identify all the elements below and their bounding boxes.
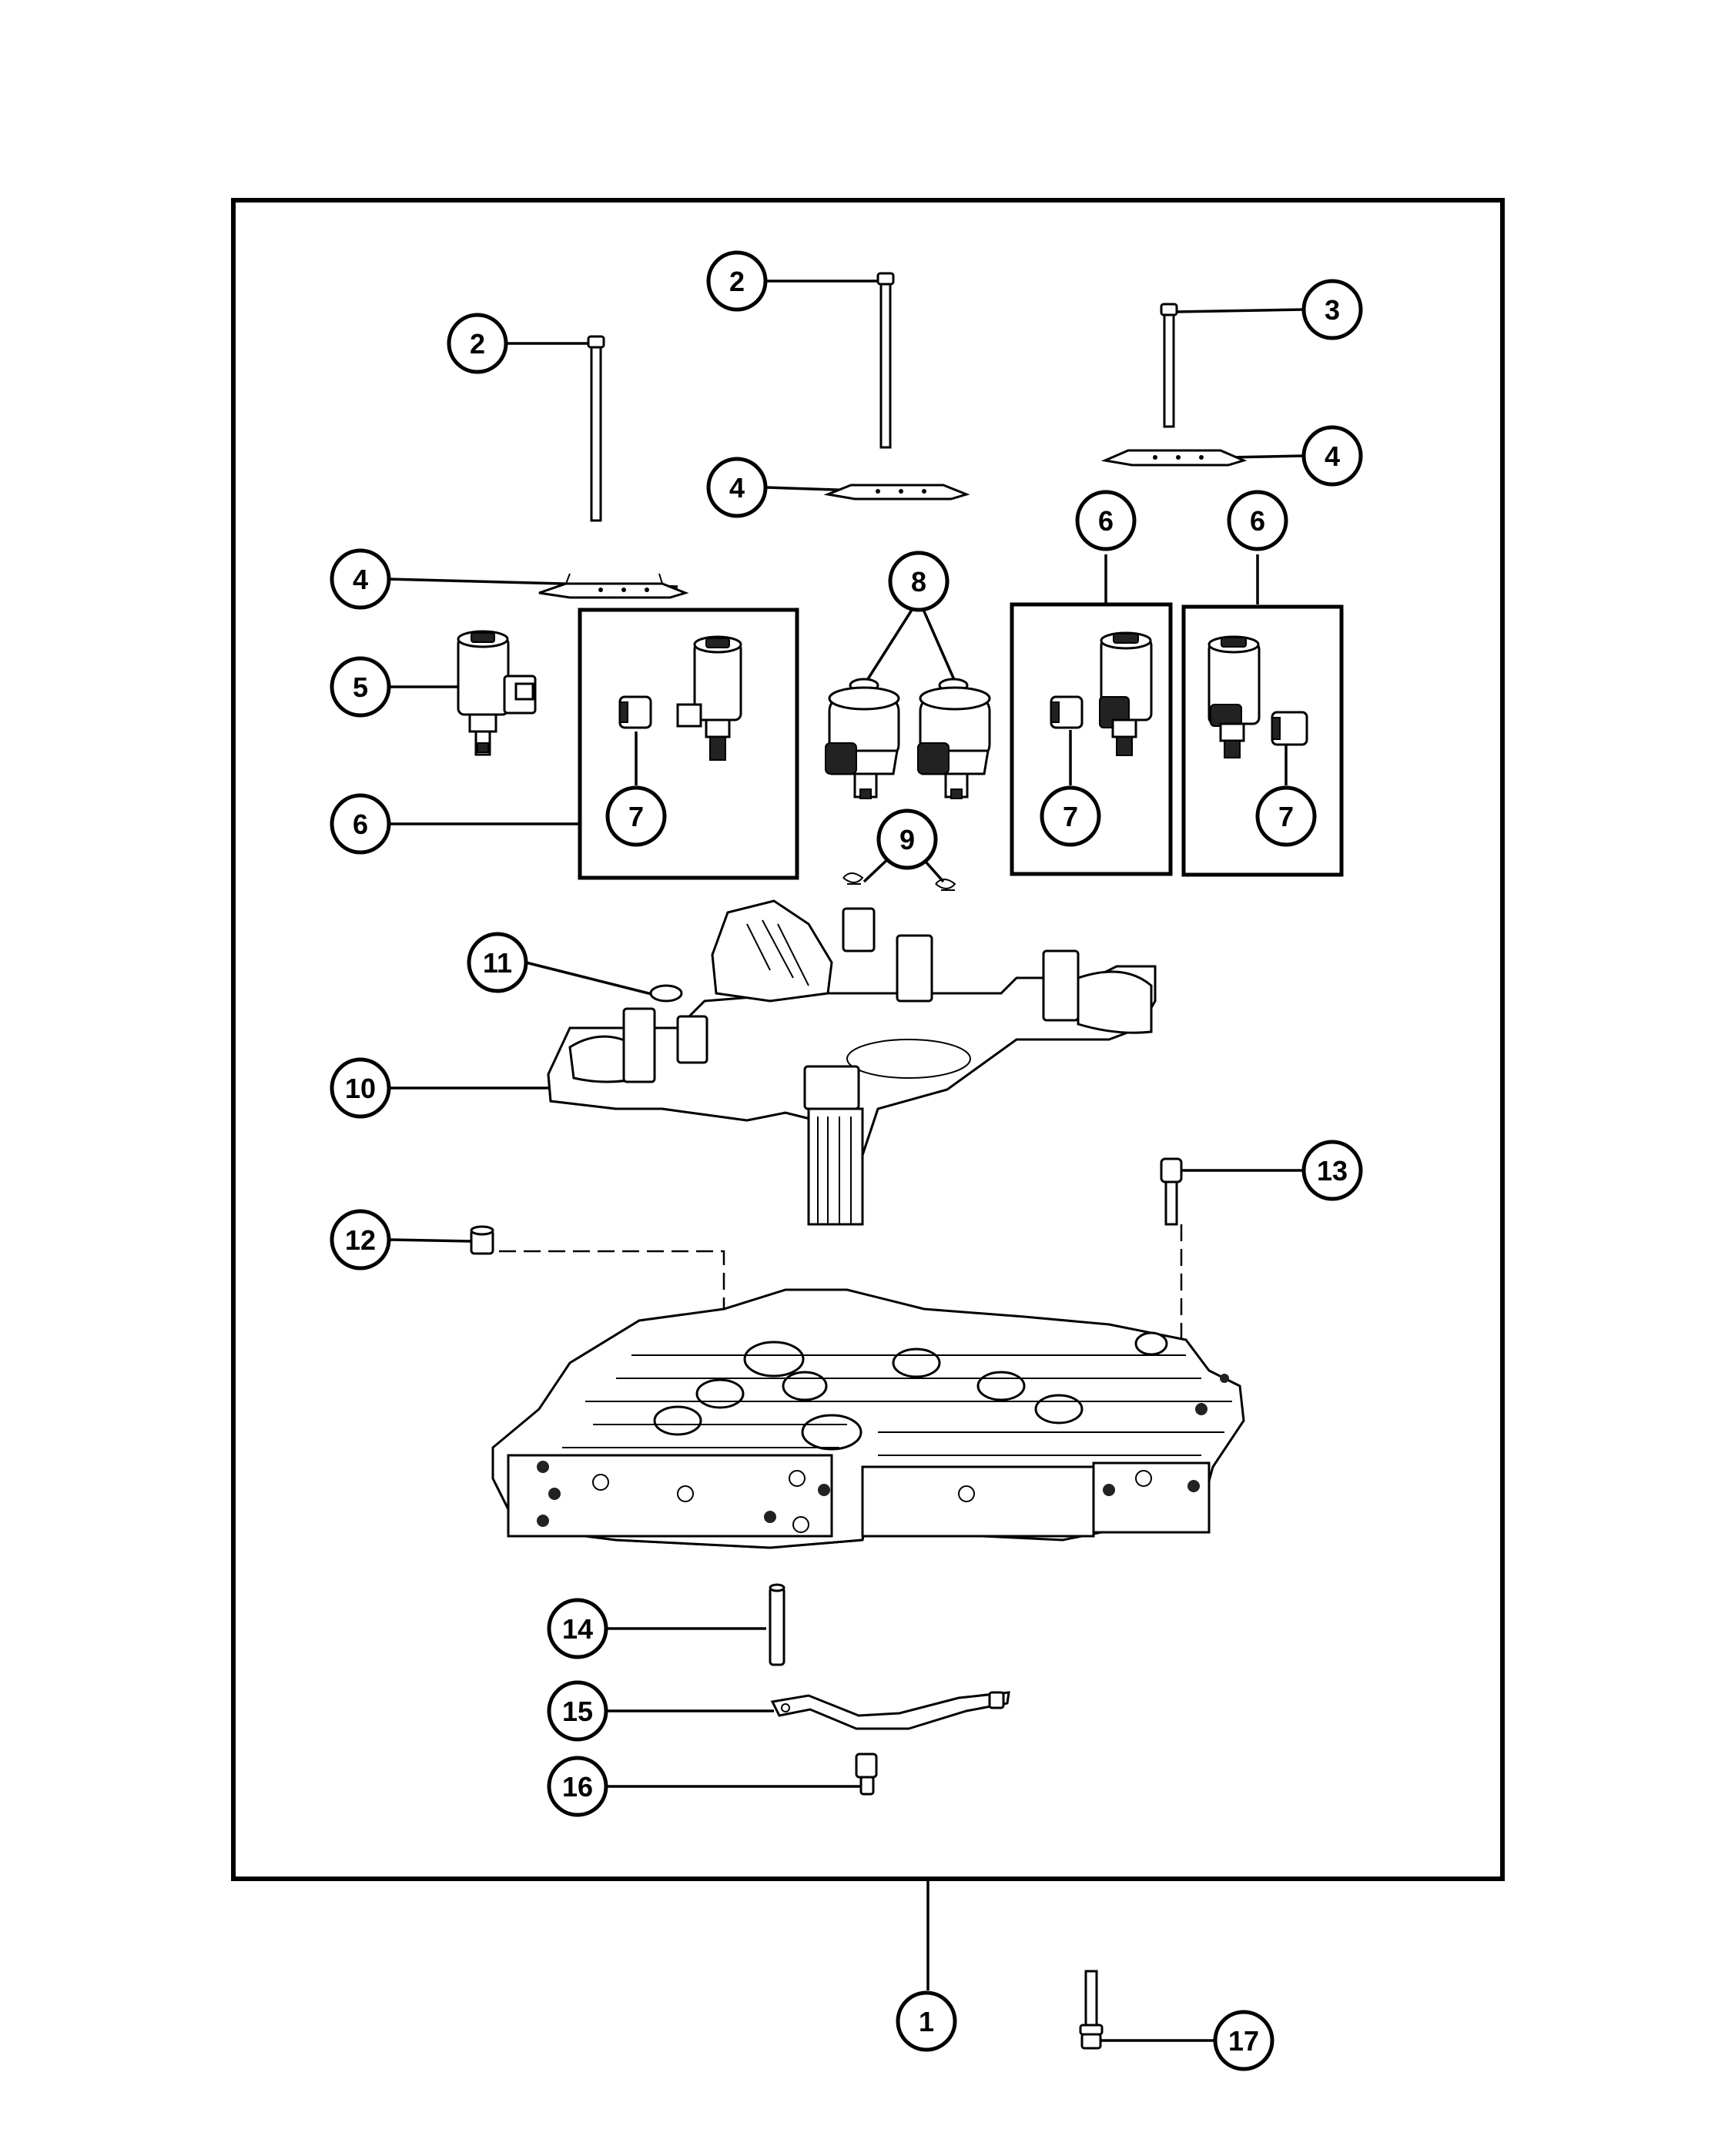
- callout-1: 1: [896, 1990, 957, 2052]
- callout-label: 4: [1325, 440, 1340, 472]
- callout-label: 7: [628, 801, 644, 832]
- solenoid-group-frame-left: [578, 608, 799, 880]
- retaining-bracket-right: [1100, 449, 1248, 467]
- callout-13: 13: [1301, 1140, 1363, 1201]
- callout-2a: 2: [447, 313, 508, 374]
- conductor-plate: [547, 899, 1157, 1226]
- connector-7-far-right: [1271, 711, 1308, 746]
- assembly-frame: [231, 198, 1505, 1881]
- solenoid-assembly-left: [676, 635, 742, 761]
- callout-label: 2: [470, 328, 485, 360]
- callout-label: 2: [729, 266, 745, 297]
- callout-label: 3: [1325, 294, 1340, 326]
- callout-label: 4: [729, 472, 745, 504]
- callout-8: 8: [888, 551, 950, 612]
- bolt-long-center: [876, 272, 895, 449]
- callout-10: 10: [330, 1057, 391, 1119]
- callout-4c: 4: [1301, 425, 1363, 487]
- callout-label: 17: [1228, 2025, 1259, 2057]
- retaining-clips: [842, 872, 956, 891]
- solenoid-group-frame-far-right: [1181, 604, 1344, 877]
- callout-15: 15: [547, 1680, 608, 1742]
- callout-label: 13: [1317, 1155, 1348, 1187]
- bolt-short-right: [1160, 303, 1178, 428]
- callout-11: 11: [467, 932, 528, 993]
- callout-6c: 6: [1227, 490, 1288, 551]
- callout-label: 6: [353, 808, 368, 840]
- callout-6a: 6: [330, 793, 391, 855]
- pin-14: [769, 1583, 785, 1666]
- pressure-switch-left: [825, 678, 900, 799]
- callout-label: 9: [899, 824, 915, 855]
- callout-6b: 6: [1075, 490, 1137, 551]
- callout-label: 6: [1098, 505, 1114, 537]
- callout-7a: 7: [605, 785, 667, 847]
- callout-label: 16: [562, 1771, 593, 1803]
- callout-label: 4: [353, 564, 368, 595]
- bolt-17: [1079, 1970, 1104, 2050]
- callout-7b: 7: [1040, 785, 1101, 847]
- connector-7-middle-right: [1050, 695, 1084, 729]
- callout-label: 12: [345, 1224, 376, 1256]
- bolt-long-left: [587, 335, 605, 522]
- retaining-bracket-center: [823, 484, 970, 500]
- solenoid-assembly-far-right: [1208, 635, 1261, 758]
- pin-12: [470, 1225, 494, 1255]
- valve-body: [491, 1288, 1245, 1549]
- solenoid-assembly-middle-right: [1099, 631, 1153, 756]
- retaining-bracket-left: [538, 573, 689, 599]
- callout-16: 16: [547, 1756, 608, 1817]
- callout-2b: 2: [706, 250, 768, 312]
- callout-9: 9: [876, 808, 938, 870]
- callout-3: 3: [1301, 279, 1363, 340]
- callout-label: 8: [911, 566, 926, 598]
- callout-5: 5: [330, 656, 391, 718]
- callout-4a: 4: [330, 548, 391, 610]
- solenoid-group-frame-middle-right: [1010, 602, 1173, 876]
- callout-label: 15: [562, 1696, 593, 1727]
- bolt-13: [1160, 1157, 1183, 1226]
- callout-label: 6: [1250, 505, 1265, 537]
- callout-14: 14: [547, 1598, 608, 1659]
- callout-17: 17: [1213, 2010, 1274, 2071]
- detent-spring-15: [770, 1691, 1010, 1730]
- callout-label: 7: [1278, 801, 1294, 832]
- callout-4b: 4: [706, 457, 768, 518]
- callout-label: 7: [1063, 801, 1078, 832]
- callout-label: 14: [562, 1613, 593, 1645]
- callout-12: 12: [330, 1209, 391, 1270]
- solenoid-5: [457, 630, 537, 756]
- callout-7c: 7: [1255, 785, 1317, 847]
- pressure-switch-right: [917, 678, 991, 799]
- connector-7-left: [618, 695, 652, 729]
- callout-label: 11: [483, 947, 512, 979]
- callout-label: 10: [345, 1073, 376, 1104]
- callout-label: 1: [919, 2006, 934, 2037]
- callout-label: 5: [353, 671, 368, 703]
- bolt-16: [855, 1753, 878, 1796]
